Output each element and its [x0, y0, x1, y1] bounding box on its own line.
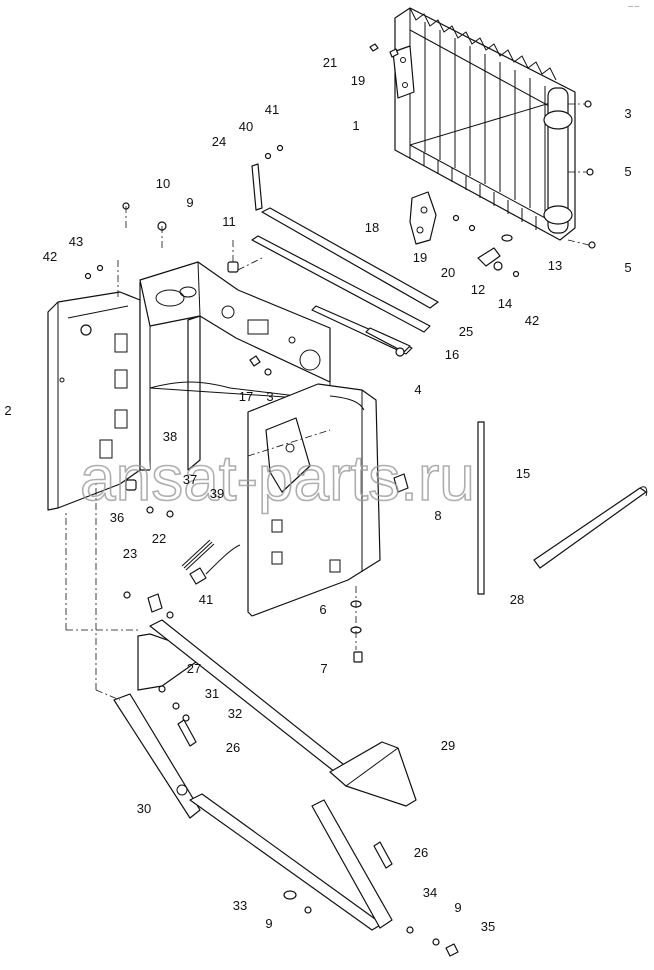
callout-43: 43: [69, 234, 83, 249]
callout-31: 31: [205, 686, 219, 701]
lower-frame-weldment: [113, 619, 417, 931]
lower-left-hardware: [123, 479, 241, 619]
callout-30: 30: [137, 801, 151, 816]
callout-8: 8: [434, 508, 441, 523]
callout-41: 41: [199, 592, 213, 607]
callout-6: 6: [319, 602, 326, 617]
callout-14: 14: [498, 296, 512, 311]
callout-33: 33: [233, 898, 247, 913]
callout-7: 7: [320, 661, 327, 676]
callout-19: 19: [351, 73, 365, 88]
callout-24: 24: [212, 134, 226, 149]
callout-2: 2: [4, 403, 11, 418]
watermark: ansat-parts.ru: [80, 442, 475, 514]
callout-10: 10: [156, 176, 170, 191]
callout-3: 3: [624, 106, 631, 121]
callout-40: 40: [239, 119, 253, 134]
callout-26: 26: [226, 740, 240, 755]
front-hood-panel: [247, 383, 381, 617]
callout-21: 21: [323, 55, 337, 70]
callout-25: 25: [459, 324, 473, 339]
alignment-lines: [65, 257, 331, 701]
prop-rod-28: [533, 486, 648, 569]
bottom-hardware: [283, 890, 459, 957]
callout-3: 3: [266, 389, 273, 404]
callout-18: 18: [365, 220, 379, 235]
callout-41: 41: [265, 102, 279, 117]
seal-strip-16: [251, 235, 431, 333]
callout-1: 1: [352, 118, 359, 133]
callout-9: 9: [186, 195, 193, 210]
callout-37: 37: [183, 472, 197, 487]
gas-strut-4: [311, 305, 413, 357]
rod-15: [477, 421, 485, 595]
callout-5: 5: [624, 164, 631, 179]
callout-11: 11: [222, 214, 236, 229]
callout-12: 12: [471, 282, 485, 297]
callout-19: 19: [413, 250, 427, 265]
callout-20: 20: [441, 265, 455, 280]
callout-38: 38: [163, 429, 177, 444]
callout-17: 17: [239, 389, 253, 404]
callout-42: 42: [43, 249, 57, 264]
callout-5: 5: [624, 260, 631, 275]
callout-16: 16: [445, 347, 459, 362]
frame-assembly: [139, 261, 331, 471]
callout-22: 22: [152, 531, 166, 546]
side-panel-left: [47, 291, 141, 511]
callout-28: 28: [510, 592, 524, 607]
callout-4: 4: [414, 382, 421, 397]
corner-code: — —: [628, 4, 639, 10]
callout-13: 13: [548, 258, 562, 273]
callout-9: 9: [454, 900, 461, 915]
radiator-screen: [392, 7, 576, 241]
callout-34: 34: [423, 885, 437, 900]
latch-assembly: [409, 191, 520, 278]
hardware-10-9-11: [84, 202, 239, 280]
callout-23: 23: [123, 546, 137, 561]
nut-8: [393, 473, 409, 493]
rod-24: [251, 144, 284, 211]
callout-26: 26: [414, 845, 428, 860]
radiator-hardware: [369, 43, 596, 249]
callout-27: 27: [187, 661, 201, 676]
hardware-6-7: [350, 586, 363, 663]
callout-42: 42: [525, 313, 539, 328]
callout-32: 32: [228, 706, 242, 721]
callout-15: 15: [516, 466, 530, 481]
seal-strip-25: [261, 207, 439, 309]
callout-36: 36: [110, 510, 124, 525]
callout-35: 35: [481, 919, 495, 934]
callout-39: 39: [210, 486, 224, 501]
callout-29: 29: [441, 738, 455, 753]
callout-9: 9: [265, 916, 272, 931]
pins-26: [177, 719, 393, 869]
